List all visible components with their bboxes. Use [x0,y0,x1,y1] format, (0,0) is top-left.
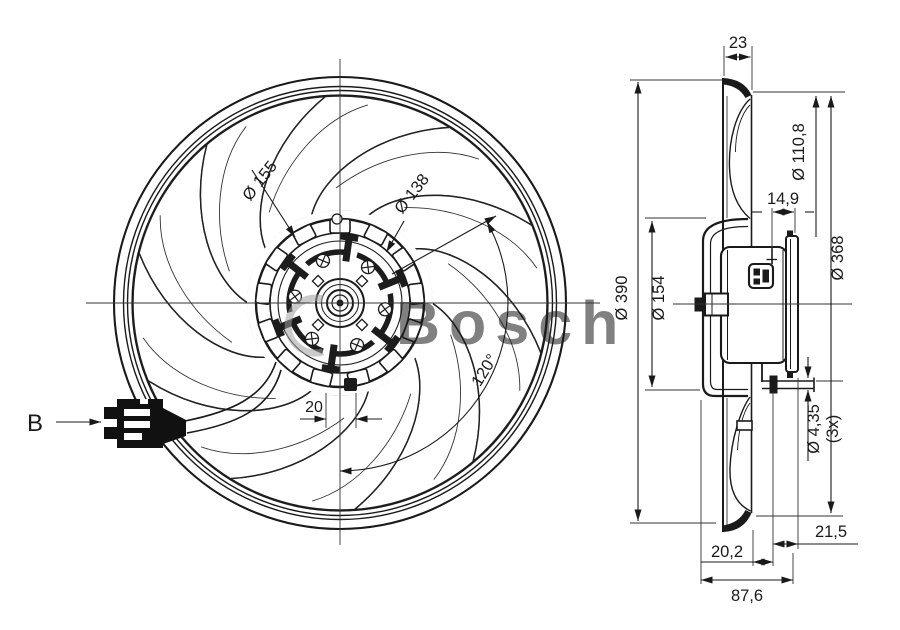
dim-outer-diameter-label: Ø 390 [613,276,631,321]
dim-hole-diameter-label: Ø 4,35 [805,404,823,454]
extension-lines [325,46,845,584]
dim-seat-diameter-label: Ø 368 [829,236,847,281]
ring-tab [736,420,753,431]
dim-total-depth-label: 87,6 [731,587,763,605]
dim-shroud-diameter-label: Ø 154 [650,276,668,321]
bosch-logo-arc-icon [284,294,324,357]
dim-bolt-circle-label: Ø 110,8 [790,123,808,180]
harness-wire [184,361,277,422]
connector-ref-label: B [27,410,43,437]
dim-stud-offset-label: 20 [305,399,323,416]
dim-flange-offset-label: 21,5 [815,523,847,541]
side-shroud [701,217,749,398]
dim-ring-depth-label: 23 [729,34,747,52]
side-stud [761,363,815,394]
dim-ring-offset-label: 20,2 [711,543,743,561]
dimension-lines [56,53,858,584]
hub-outer-leader-arrow [251,169,296,238]
watermark-brand-text: Bosch [396,289,627,357]
dim-connector-depth-label: 14,9 [767,190,799,208]
angle-arc [339,221,509,475]
dim-hole-count-label: (3x) [824,415,842,443]
side-shaft [694,292,729,317]
hub-stud [344,378,357,391]
connector [104,361,282,448]
harness-wire [186,369,282,434]
side-connector [747,247,777,290]
